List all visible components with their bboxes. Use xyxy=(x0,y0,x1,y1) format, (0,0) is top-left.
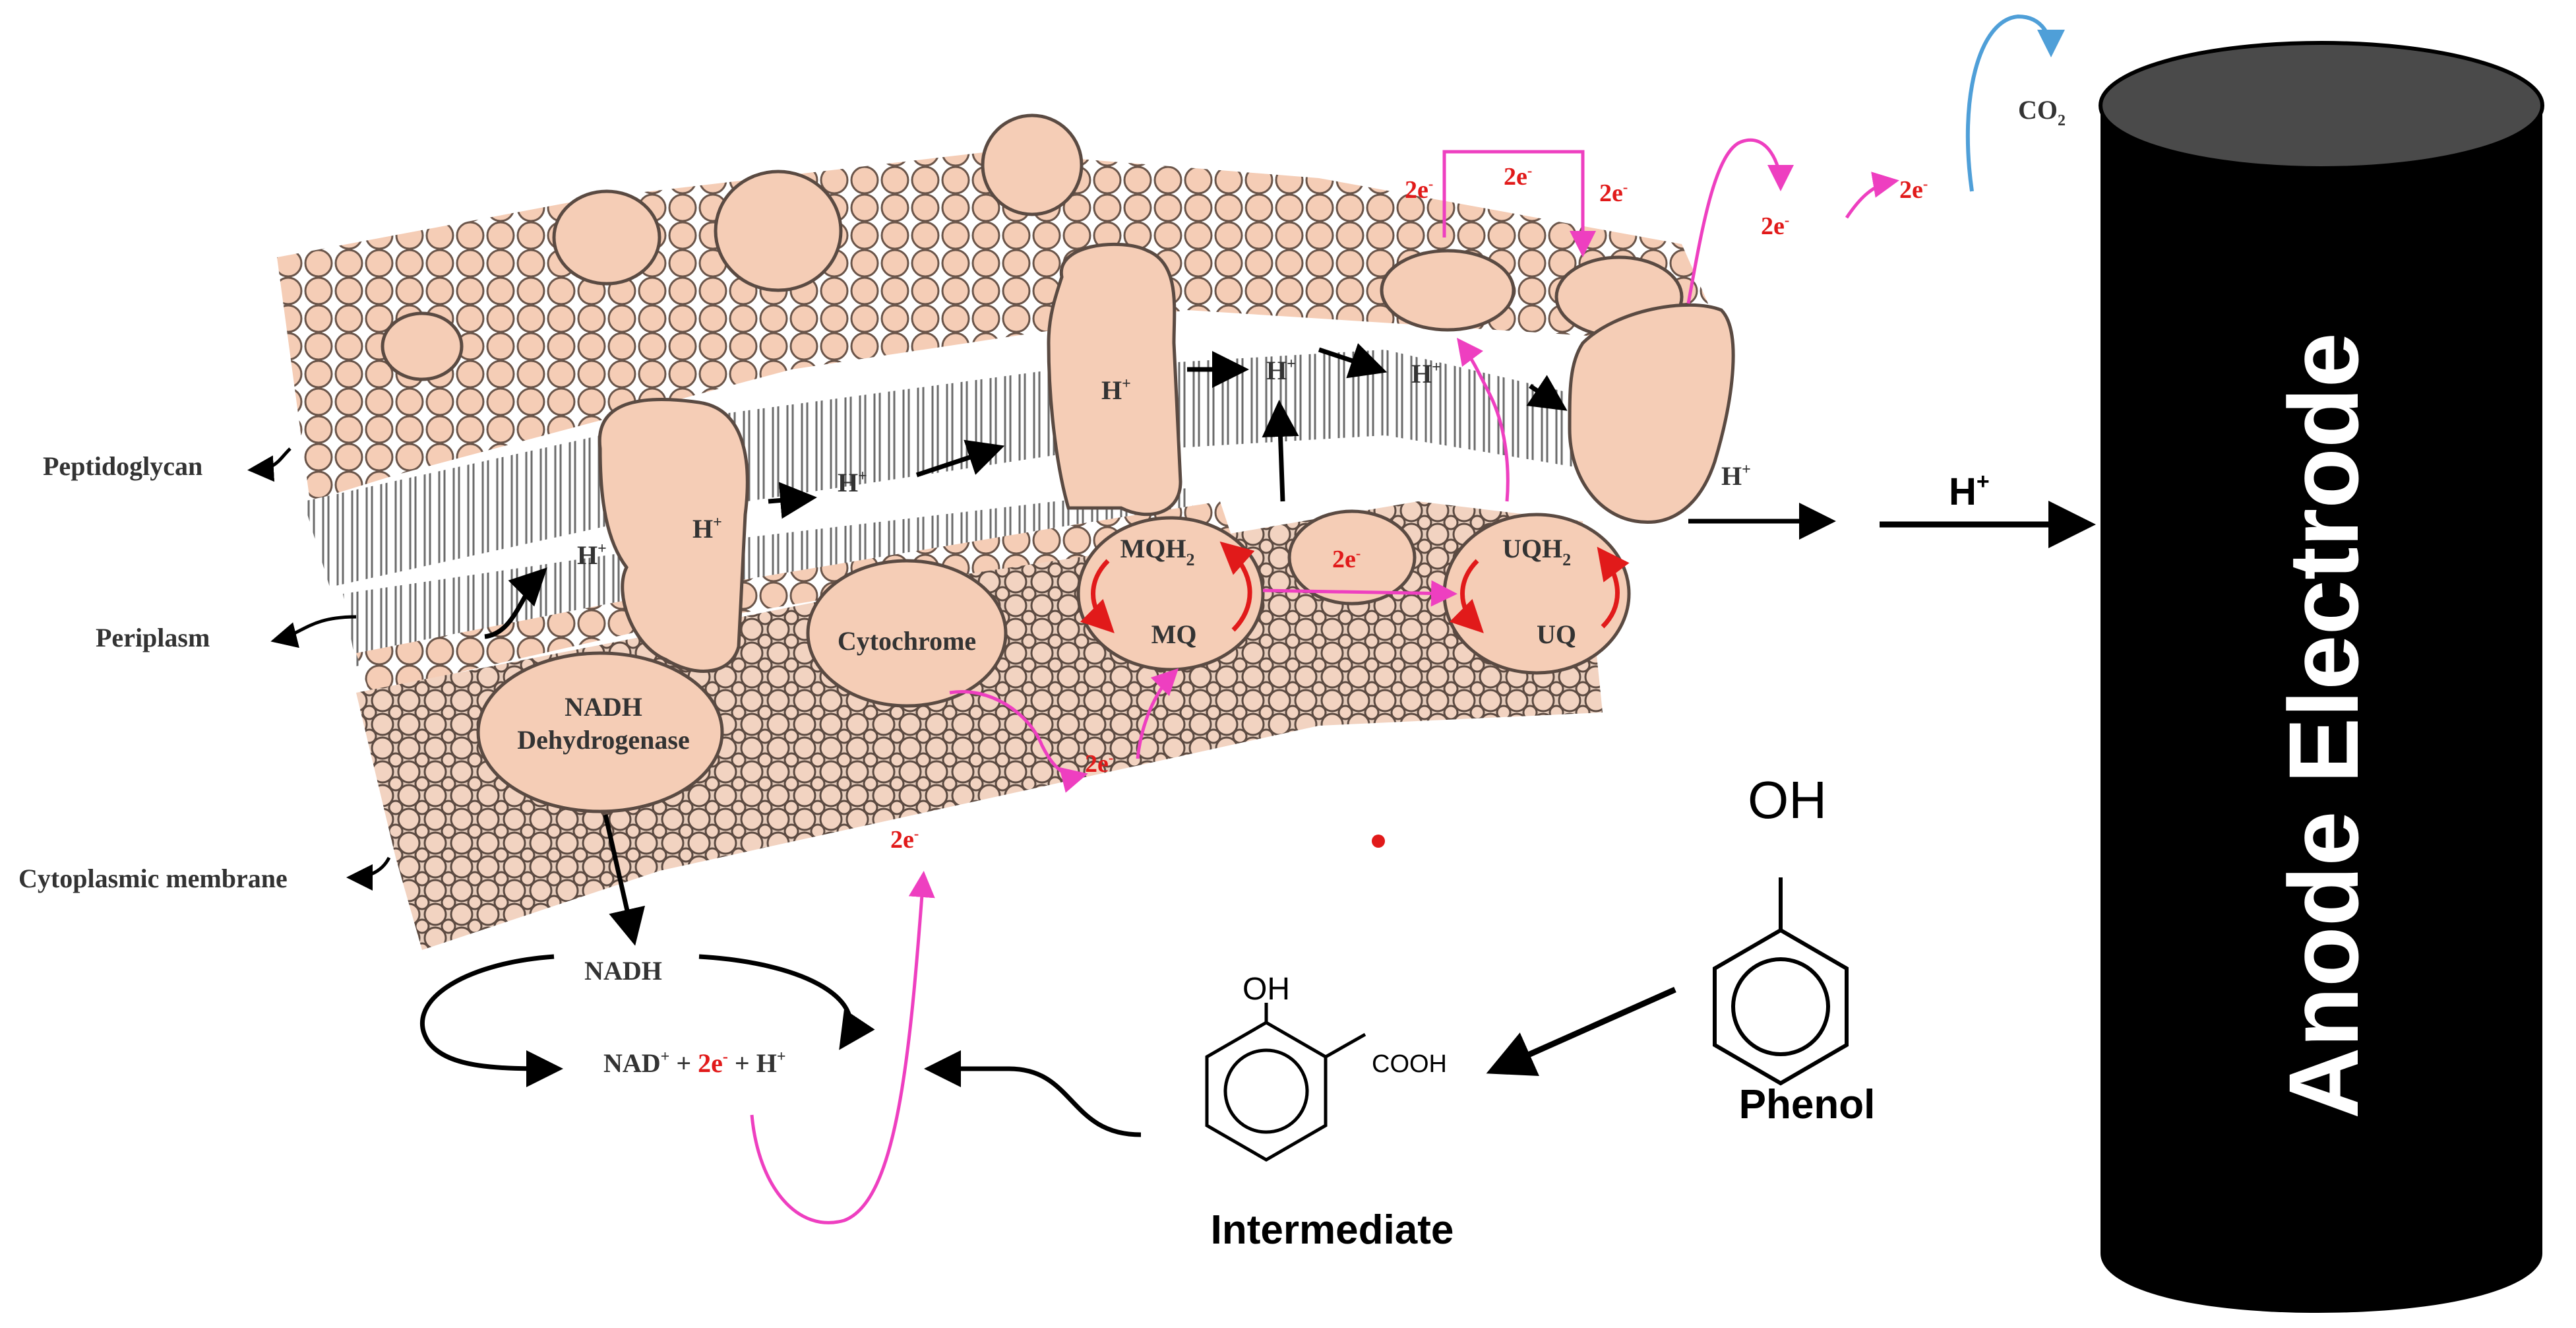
h-plus-label-3: H+ xyxy=(577,540,607,570)
electron-path-up-left xyxy=(1457,337,1510,502)
phenol-structure xyxy=(1713,877,1849,1086)
phenol-oh-label: OH xyxy=(1748,771,1827,829)
membrane-cutout xyxy=(956,719,1609,858)
nad-reaction-label: NAD+ + 2e- + H+ xyxy=(603,1048,786,1078)
nadh-dehydrogenase-label-1: NADH xyxy=(565,692,642,722)
proton-arrows xyxy=(247,343,2096,1137)
h-plus-label-2: H+ xyxy=(838,468,867,497)
protein-bump-1 xyxy=(552,189,661,286)
uqh2-label: UQH2 xyxy=(1502,534,1571,569)
mq-label: MQ xyxy=(1151,619,1197,649)
co2-arrow xyxy=(1965,14,2065,192)
connector-protein xyxy=(1287,509,1417,606)
cytoplasmic-membrane-label: Cytoplasmic membrane xyxy=(18,864,288,893)
electron-label-3: 2e- xyxy=(1599,179,1628,207)
electron-label-8: 2e- xyxy=(890,825,919,854)
mqh2-label: MQH2 xyxy=(1120,534,1195,569)
h-plus-label-6: H+ xyxy=(1411,359,1441,389)
anode-electrode: Anode Electrode xyxy=(2099,41,2544,1313)
arrow-h-4 xyxy=(1318,343,1388,379)
electron-path-bottom-loop xyxy=(750,871,935,1224)
electron-path-small xyxy=(1845,172,1899,219)
co2-label: CO2 xyxy=(2018,95,2066,129)
h-plus-label-1: H+ xyxy=(692,514,722,544)
electron-labels: 2e- 2e- 2e- 2e- 2e- 2e- 2e- 2e- xyxy=(890,162,1928,854)
electron-path-out xyxy=(1686,139,1794,304)
protein-outer-right xyxy=(1568,303,1735,524)
electron-path-mq-to-uq xyxy=(1262,580,1457,607)
arrow-periplasm xyxy=(270,615,357,648)
membrane-proteins xyxy=(381,113,1735,813)
electron-path-to-mq xyxy=(1136,668,1179,759)
nadh-dehydrogenase-protein xyxy=(476,651,724,813)
proton-labels: H+ H+ H+ H+ H+ H+ H+ xyxy=(577,356,1751,570)
arrow-h-5 xyxy=(1526,375,1568,411)
nadh-dehydrogenase-label-2: Dehydrogenase xyxy=(517,725,689,755)
protein-bump-3 xyxy=(981,113,1084,216)
arrow-h-up xyxy=(1262,400,1299,502)
arrow-h-1 xyxy=(768,482,817,519)
cytochrome-protein xyxy=(806,559,1008,708)
nadh-label: NADH xyxy=(584,956,662,986)
electron-label-5: 2e- xyxy=(1899,175,1928,204)
cytochrome-label: Cytochrome xyxy=(838,626,976,656)
periplasm-label: Periplasm xyxy=(96,623,210,652)
intermediate-structure xyxy=(1205,1003,1366,1162)
phenol-label: Phenol xyxy=(1739,1082,1876,1127)
h-plus-label-4: H+ xyxy=(1101,375,1131,405)
peptidoglycan-label: Peptidoglycan xyxy=(43,451,202,481)
electron-label-6: 2e- xyxy=(1332,545,1361,573)
electron-path-box xyxy=(1442,150,1596,257)
periplasm-gap xyxy=(330,435,1629,653)
arrow-cytoplasmic xyxy=(346,856,391,891)
arrow-nadh-down xyxy=(603,814,646,946)
arrow-h-curve xyxy=(484,567,547,639)
uq-label: UQ xyxy=(1537,619,1576,649)
uq-cycle-left xyxy=(1449,559,1484,633)
h-plus-label-7: H+ xyxy=(1721,461,1751,491)
uq-cycle-right xyxy=(1597,546,1630,629)
electron-label-2: 2e- xyxy=(1504,162,1532,191)
electron-transfer-paths xyxy=(750,139,1899,1224)
h-plus-label-5: H+ xyxy=(1266,356,1296,385)
mq-cycle-left xyxy=(1080,559,1115,633)
arrow-nadh-cycle-left xyxy=(419,954,563,1087)
anode-body xyxy=(2101,99,2542,1313)
electron-label-1: 2e- xyxy=(1405,175,1433,204)
arrow-phenol-to-intermediate xyxy=(1486,986,1676,1076)
intermediate-label: Intermediate xyxy=(1211,1207,1454,1253)
electron-path-cytochrome xyxy=(949,690,1088,793)
electron-label-4: 2e- xyxy=(1761,212,1789,240)
arrow-h-2 xyxy=(915,439,1005,478)
redox-cycle-arrows xyxy=(1080,541,1630,633)
arrow-intermediate-to-nad xyxy=(924,1050,1142,1137)
protein-ellipse-top-left xyxy=(1380,249,1516,332)
arrow-peptidoglycan xyxy=(247,447,291,482)
electron-label-7: 2e- xyxy=(1085,749,1113,778)
arrow-nadh-cycle-right xyxy=(698,954,875,1050)
protein-bump-2 xyxy=(714,170,843,292)
intermediate-oh-label: OH xyxy=(1242,972,1290,1007)
intermediate-cooh-label: COOH xyxy=(1372,1050,1447,1078)
cytoplasmic-membrane-layer xyxy=(356,501,1603,950)
h-channel-protein-left xyxy=(598,397,749,673)
protein-bump-4 xyxy=(381,311,464,381)
inner-bead-row xyxy=(356,501,1233,693)
h-plus-label-electrode: H+ xyxy=(1949,469,1990,513)
anode-top xyxy=(2099,41,2544,170)
anode-label: Anode Electrode xyxy=(2268,332,2379,1119)
red-dot-mark xyxy=(1372,835,1385,848)
mq-cycle-right xyxy=(1219,541,1255,632)
h-channel-protein-middle xyxy=(1047,242,1182,517)
